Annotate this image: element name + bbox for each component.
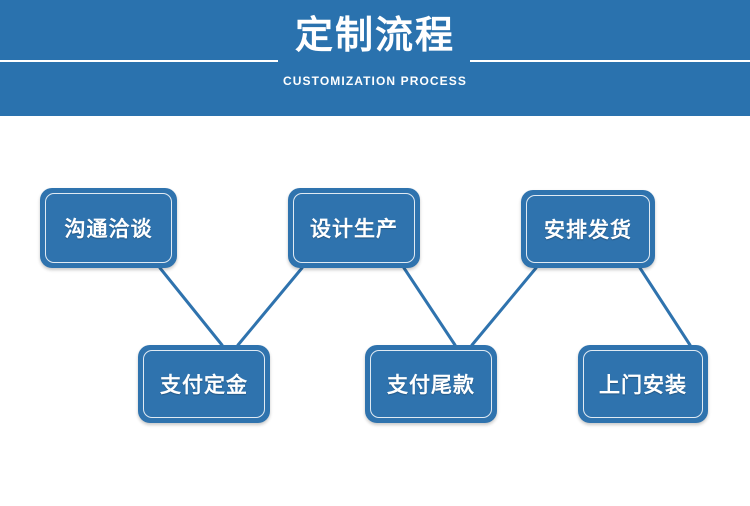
flow-node-label: 安排发货 xyxy=(544,218,632,242)
flow-node-inner-border: 支付定金 xyxy=(143,350,265,418)
flow-node-inner-border: 安排发货 xyxy=(526,195,650,263)
flow-node-n4[interactable]: 支付定金 xyxy=(138,345,270,423)
flow-node-inner-border: 支付尾款 xyxy=(370,350,492,418)
header-rule-right xyxy=(470,60,750,62)
flow-node-inner-border: 上门安装 xyxy=(583,350,703,418)
header-rule-left xyxy=(0,60,278,62)
flow-node-label: 支付定金 xyxy=(160,373,248,397)
flow-diagram: 沟通洽谈 设计生产 安排发货支付定金 支付尾款 上门安装 xyxy=(0,116,750,506)
connector-lines xyxy=(158,266,692,347)
flow-node-label: 沟通洽谈 xyxy=(64,217,153,241)
flow-node-n3[interactable]: 安排发货 xyxy=(521,190,655,268)
page-subtitle: CUSTOMIZATION PROCESS xyxy=(283,74,467,88)
flow-node-inner-border: 设计生产 xyxy=(293,193,415,263)
connector-n3-to-n5 xyxy=(470,266,538,347)
flow-node-n6[interactable]: 上门安装 xyxy=(578,345,708,423)
flow-node-inner-border: 沟通洽谈 xyxy=(45,193,172,263)
page-title: 定制流程 xyxy=(294,13,455,57)
flow-node-n2[interactable]: 设计生产 xyxy=(288,188,420,268)
connector-n2-to-n5 xyxy=(402,266,457,347)
flow-node-n1[interactable]: 沟通洽谈 xyxy=(40,188,177,268)
connector-n1-to-n4 xyxy=(158,266,224,347)
connector-n2-to-n4 xyxy=(236,266,304,347)
flow-node-label: 设计生产 xyxy=(310,217,398,241)
flow-node-n5[interactable]: 支付尾款 xyxy=(365,345,497,423)
connector-n3-to-n6 xyxy=(638,266,692,347)
flow-node-label: 支付尾款 xyxy=(387,373,475,397)
flow-node-label: 上门安装 xyxy=(599,373,687,397)
header-banner: 定制流程 CUSTOMIZATION PROCESS xyxy=(0,0,750,116)
